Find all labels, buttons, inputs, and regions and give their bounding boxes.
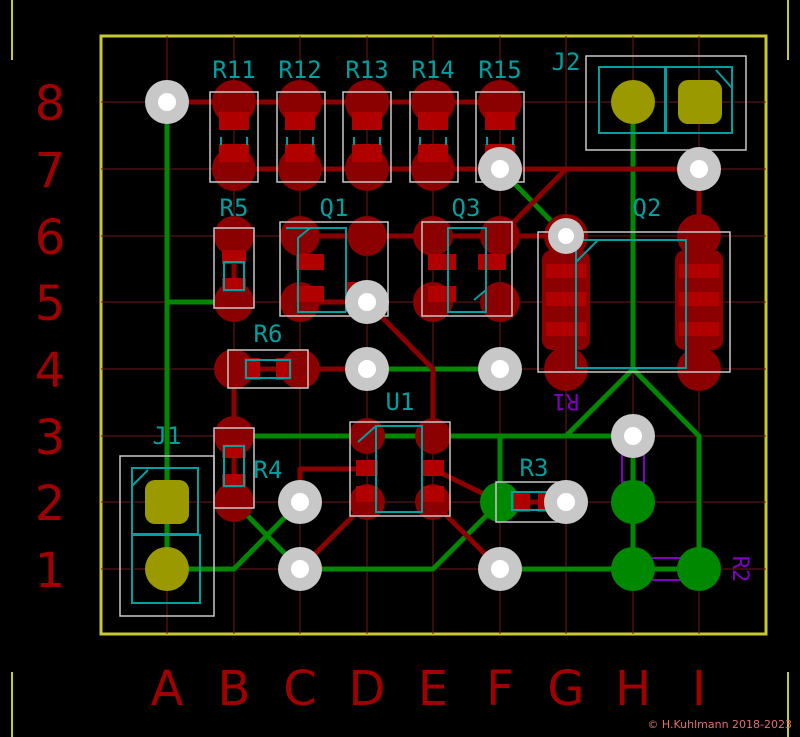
row-label-7: 7 xyxy=(35,143,66,199)
label-j1: J1 xyxy=(153,422,182,450)
component-labels: R11 R12 R13 R14 R15 J2 R5 Q1 Q3 Q2 R6 U1… xyxy=(153,48,662,484)
label-q3: Q3 xyxy=(452,194,481,222)
row-label-2: 2 xyxy=(35,476,66,532)
row-label-1: 1 xyxy=(35,543,66,599)
label-r12: R12 xyxy=(278,56,321,84)
col-label-i: I xyxy=(692,661,706,717)
copyright-text: © H.Kuhlmann 2018-2023 xyxy=(647,718,792,731)
row-labels: 8 7 6 5 4 3 2 1 xyxy=(35,76,66,599)
col-label-b: B xyxy=(218,661,251,717)
label-q1: Q1 xyxy=(320,194,349,222)
label-r15: R15 xyxy=(478,56,521,84)
label-r1-back: R1 xyxy=(553,388,580,413)
label-r3: R3 xyxy=(520,454,549,482)
back-pads xyxy=(480,480,721,591)
label-r2-back: R2 xyxy=(727,556,752,583)
row-label-4: 4 xyxy=(35,343,66,399)
col-label-e: E xyxy=(418,661,448,717)
col-label-a: A xyxy=(151,661,184,717)
front-silk xyxy=(131,66,733,604)
label-r5: R5 xyxy=(220,194,249,222)
connector-pads xyxy=(145,80,722,591)
label-r4: R4 xyxy=(254,456,283,484)
corner-markers xyxy=(11,0,789,737)
label-r11: R11 xyxy=(212,56,255,84)
label-j2: J2 xyxy=(552,48,581,76)
vias xyxy=(145,80,721,591)
label-r14: R14 xyxy=(411,56,454,84)
label-u1: U1 xyxy=(386,388,415,416)
column-labels: A B C D E F G H I xyxy=(151,661,707,717)
col-label-h: H xyxy=(615,661,651,717)
label-q2: Q2 xyxy=(633,194,662,222)
col-label-g: G xyxy=(547,661,584,717)
row-label-3: 3 xyxy=(35,410,66,466)
col-label-f: F xyxy=(486,661,514,717)
row-label-6: 6 xyxy=(35,210,66,266)
label-r13: R13 xyxy=(345,56,388,84)
row-label-8: 8 xyxy=(35,76,66,132)
col-label-c: C xyxy=(283,661,317,717)
col-label-d: D xyxy=(349,661,386,717)
row-label-5: 5 xyxy=(35,276,66,332)
label-r6: R6 xyxy=(254,320,283,348)
